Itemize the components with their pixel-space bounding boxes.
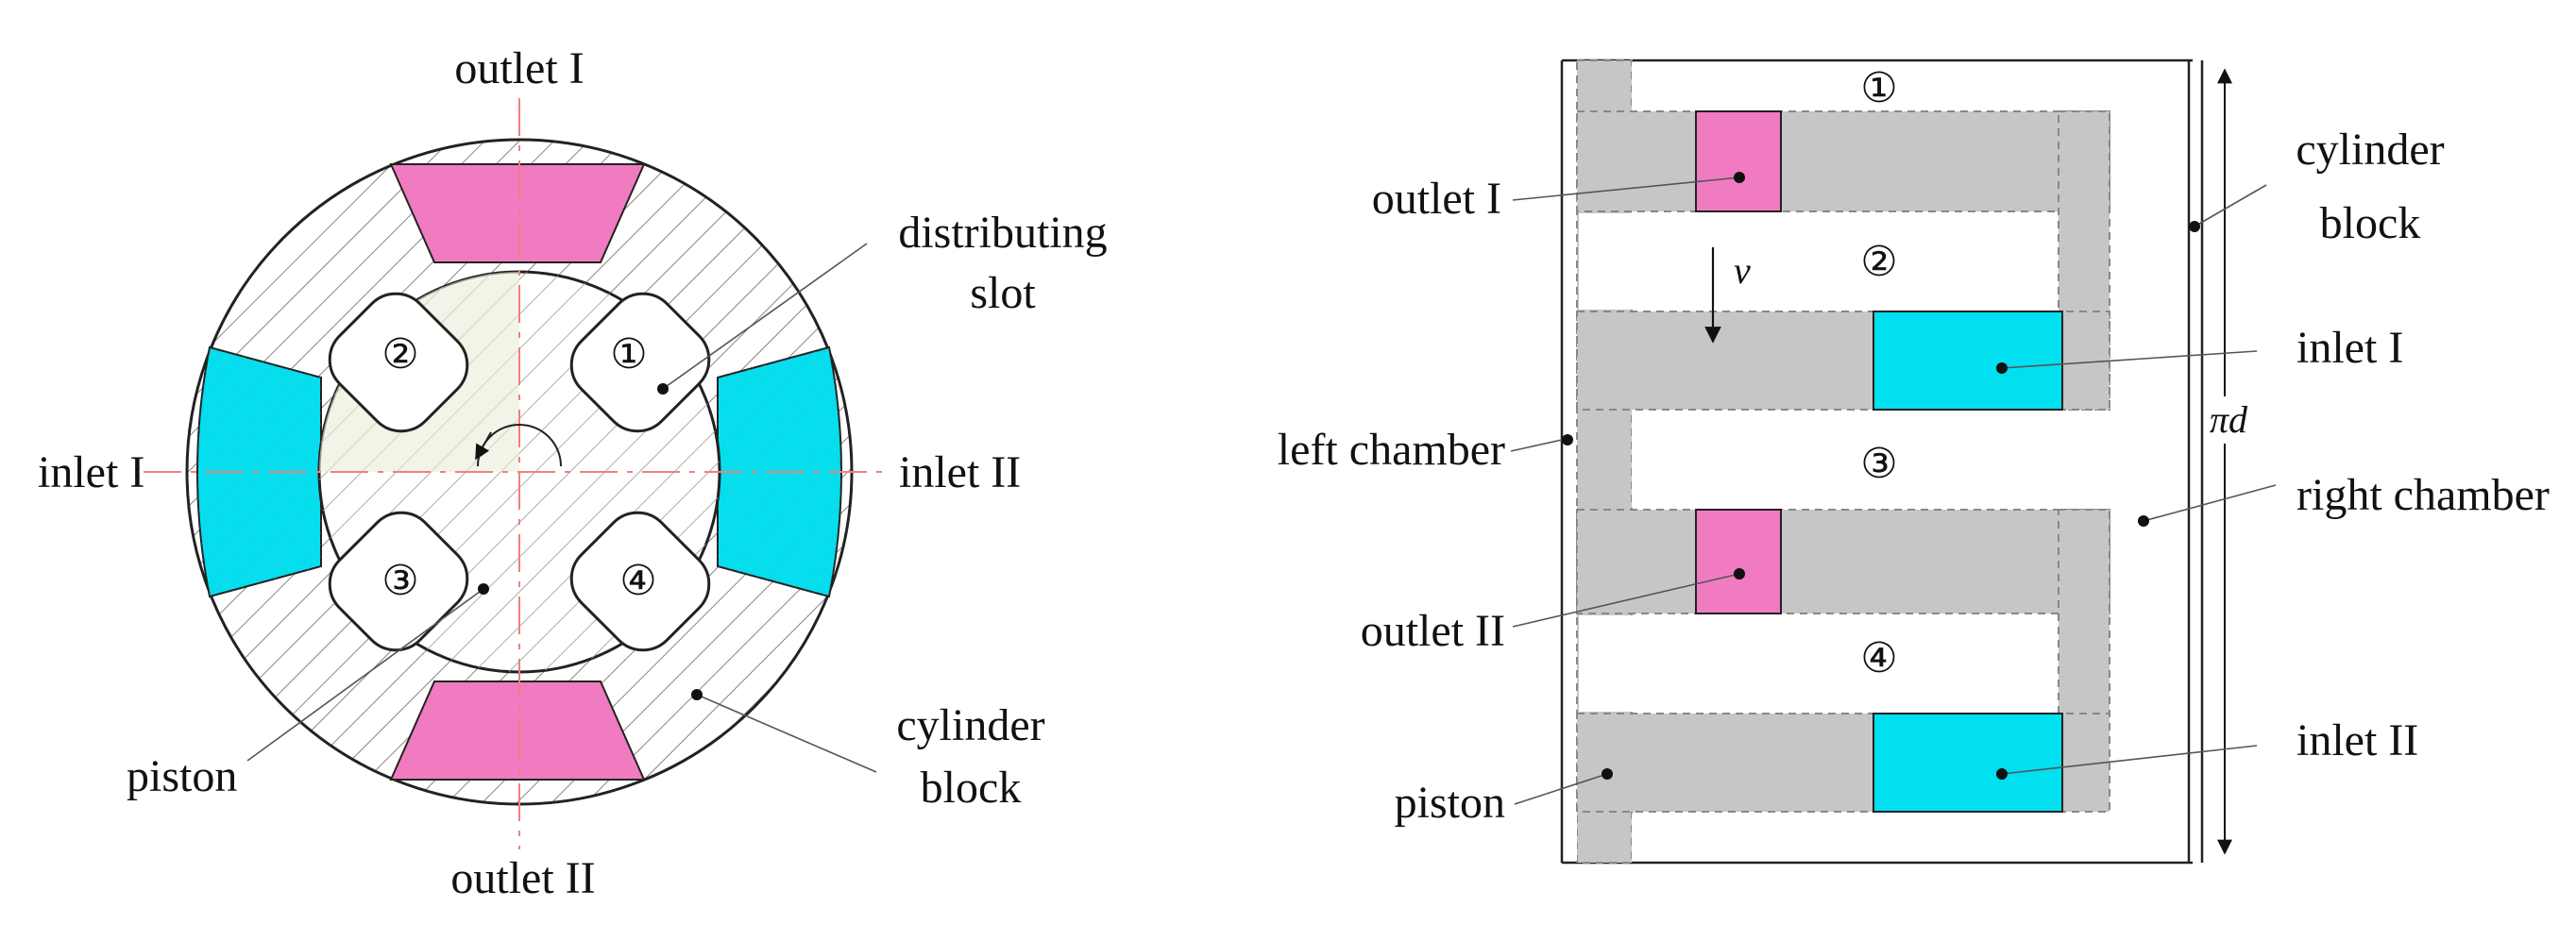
right-chamber-number-1: ① [1860, 65, 1897, 111]
leader-inlet-1 [2001, 350, 2258, 369]
inlet-port-2 [1873, 713, 2063, 813]
leader-dot-outlet-1 [1734, 172, 1745, 183]
outlet-port-1 [1695, 110, 1782, 212]
chamber-slot-2 [328, 292, 469, 433]
label-distributing-line1: distributing [898, 208, 1107, 258]
label-distributing-line2: slot [970, 268, 1036, 318]
leader-dot-inlet-1 [1996, 362, 2008, 374]
outlet-bottom-sector [389, 681, 646, 781]
label-right-chamber: right chamber [2296, 470, 2550, 520]
inlet-left-sector-hatch [197, 347, 321, 597]
leader-outlet-2 [1512, 573, 1740, 628]
label-outlet-bottom: outlet II [450, 853, 595, 903]
label-inlet-left: inlet I [38, 447, 144, 497]
leader-cylinder-right [2194, 184, 2267, 227]
leader-left-chamber [1510, 439, 1563, 452]
label-cylinder-right-line2: block [2320, 198, 2421, 248]
gap-chamber-3 [1632, 412, 2187, 508]
leader-dot-cylinder-block [691, 689, 703, 700]
chamber-slot-4 [569, 511, 711, 652]
gap-bottom-right [1632, 814, 2187, 861]
leader-inlet-2 [2001, 745, 2258, 775]
label-piston-left: piston [127, 751, 237, 801]
label-cylinder-right-line1: cylinder [2296, 125, 2444, 175]
right-chamber-number-2: ② [1860, 239, 1897, 285]
gap-chamber-2 [1579, 213, 2057, 310]
leader-distributing-slot [662, 243, 868, 390]
circumference-symbol: πd [2210, 398, 2248, 441]
outlet-top-sector [389, 163, 646, 263]
label-piston-right: piston [1395, 778, 1505, 828]
rotation-arrow [475, 431, 492, 461]
leader-dot-outlet-2 [1734, 568, 1745, 580]
leader-dot-right-chamber [2138, 515, 2149, 527]
leader-dot-inlet-2 [1996, 768, 2008, 780]
leader-dot-cylinder-right [2189, 221, 2200, 232]
gap-left-chamber-lower [1564, 814, 1577, 861]
right-chamber-number-3: ③ [1860, 441, 1897, 487]
right-unrolled-view: ① ② ③ ④ v πd outlet I outlet II inlet I … [1278, 59, 2550, 865]
label-cylinder-left-line1: cylinder [896, 700, 1044, 750]
left-chamber-number-4: ④ [619, 558, 656, 604]
velocity-symbol: v [1734, 249, 1751, 292]
inlet-port-1 [1873, 311, 2063, 411]
leader-outlet-1 [1512, 176, 1740, 201]
label-inlet-2-right: inlet II [2296, 715, 2418, 765]
leader-dot-distributing-slot [657, 383, 669, 395]
gap-right-chamber [2111, 62, 2187, 861]
label-inlet-right: inlet II [899, 447, 1021, 497]
label-inlet-1-right: inlet I [2296, 323, 2403, 373]
leader-piston-right [1514, 773, 1608, 805]
chamber-slot-1 [569, 292, 711, 433]
right-chamber-number-4: ④ [1860, 635, 1897, 681]
gap-chamber-4 [1579, 615, 2057, 712]
leader-dot-piston-right [1602, 768, 1613, 780]
leader-right-chamber [2143, 484, 2277, 522]
leader-piston [246, 588, 484, 762]
left-chamber-number-3: ③ [381, 558, 418, 604]
left-cross-section: ① ② ③ ④ outlet I outlet II inlet I inlet… [38, 43, 1108, 903]
left-chamber-number-2: ② [381, 331, 418, 378]
label-outlet-top: outlet I [454, 43, 584, 93]
label-left-chamber: left chamber [1278, 425, 1505, 475]
label-outlet-1-right: outlet I [1372, 174, 1501, 224]
leader-dot-piston [478, 583, 489, 595]
gap-chamber-1 [1632, 62, 2187, 109]
leader-dot-left-chamber [1562, 434, 1573, 445]
piston-land-1 [1576, 110, 2110, 212]
piston-land-3 [1576, 509, 2110, 614]
label-outlet-2-right: outlet II [1361, 606, 1505, 656]
leader-cylinder-block [696, 694, 877, 773]
outlet-port-2 [1695, 509, 1782, 614]
circumference-label-bg [2208, 396, 2253, 444]
label-cylinder-left-line2: block [921, 763, 1022, 813]
left-chamber-number-1: ① [610, 331, 647, 378]
